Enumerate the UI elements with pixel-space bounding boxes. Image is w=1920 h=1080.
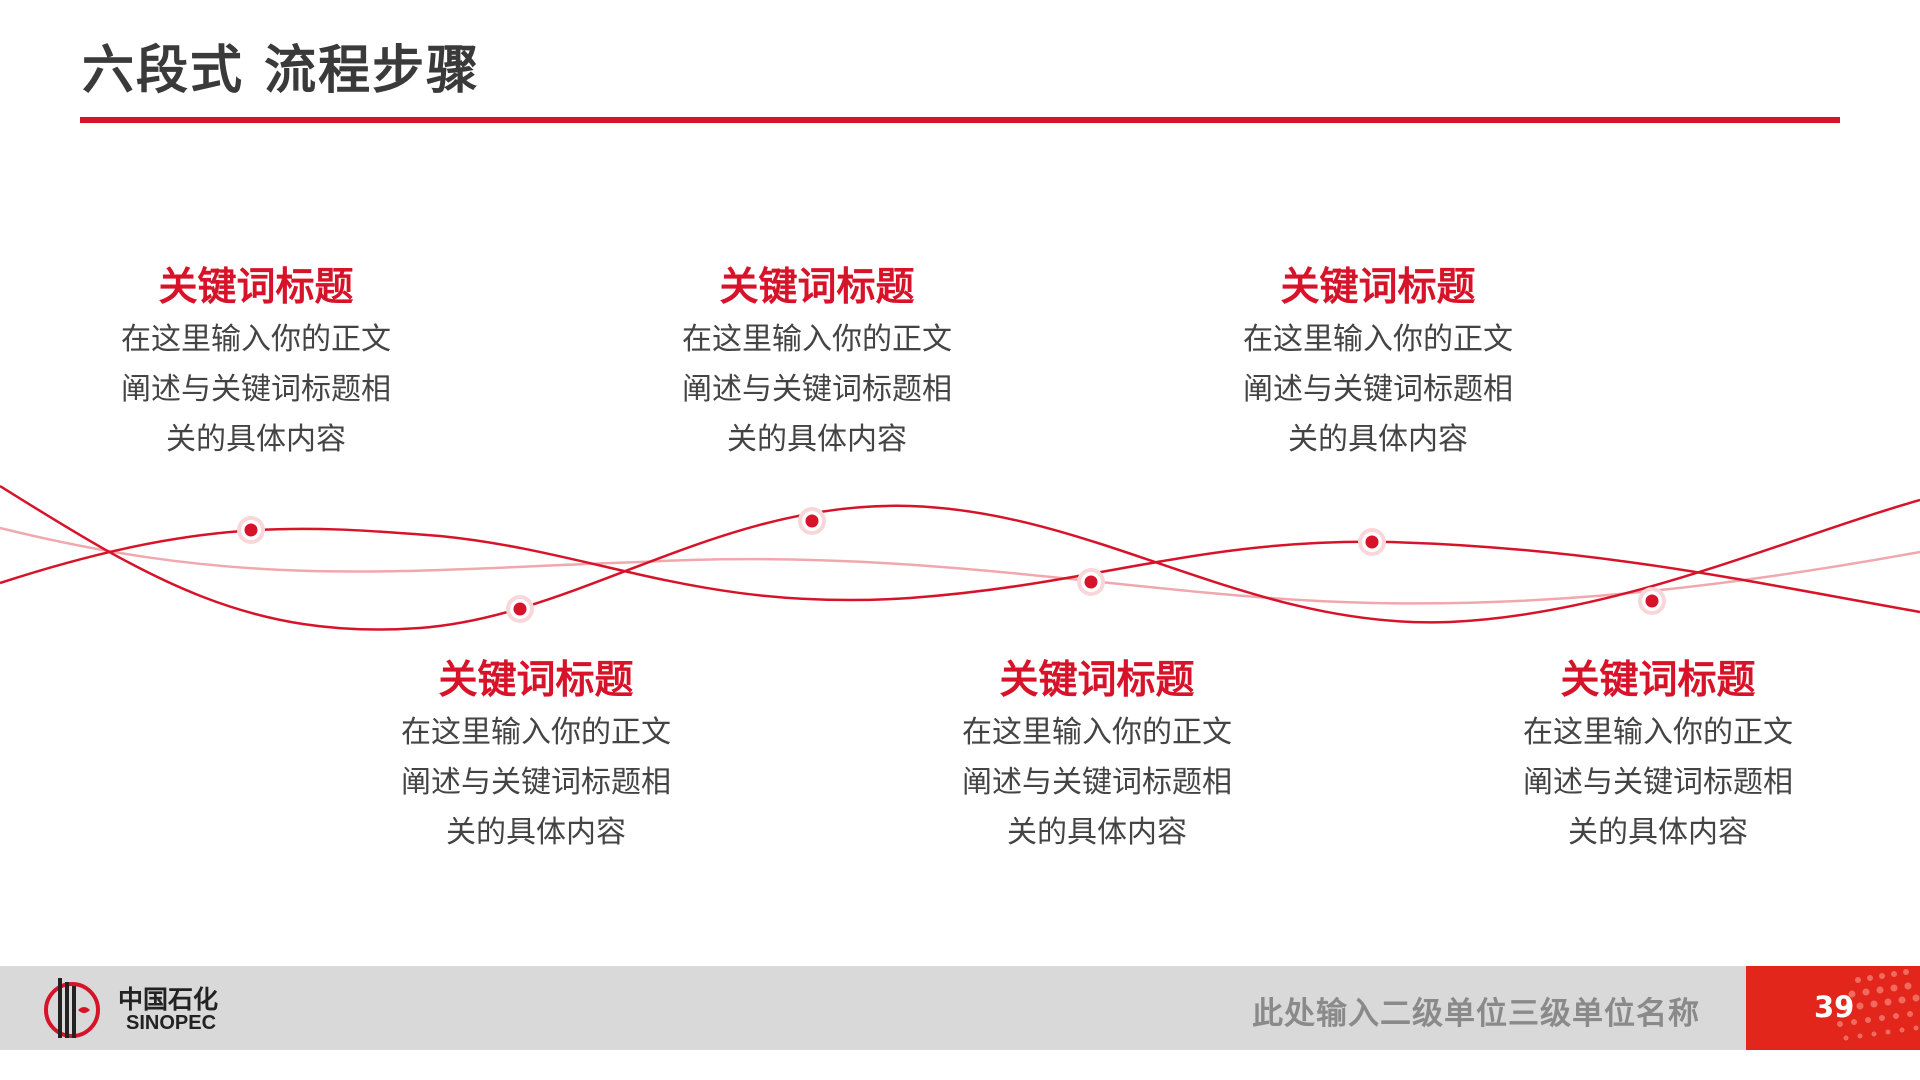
- step-keyword: 关键词标题: [1560, 658, 1756, 703]
- step-line: 在这里输入你的正文: [401, 715, 671, 750]
- step-line: 在这里输入你的正文: [1523, 715, 1793, 750]
- page-number: 39: [1814, 990, 1855, 1024]
- unit-name: 此处输入二级单位三级单位名称: [1252, 996, 1700, 1032]
- footer-bar: 此处输入二级单位三级单位名称: [0, 966, 1920, 1050]
- step-line: 在这里输入你的正文: [682, 322, 952, 357]
- step-line: 关的具体内容: [166, 422, 346, 457]
- title-divider: [80, 117, 1840, 123]
- step-line: 关的具体内容: [446, 815, 626, 850]
- step-keyword: 关键词标题: [999, 658, 1195, 703]
- step-line: 在这里输入你的正文: [962, 715, 1232, 750]
- step-line: 关的具体内容: [1288, 422, 1468, 457]
- step-2: 关键词标题 在这里输入你的正文 阐述与关键词标题相 关的具体内容: [356, 656, 716, 858]
- step-line: 阐述与关键词标题相: [1243, 372, 1513, 407]
- wave-line-2: [0, 527, 1920, 614]
- step-body: 在这里输入你的正文 阐述与关键词标题相 关的具体内容: [1478, 708, 1838, 858]
- sinopec-logo: 中国石化 SINOPEC: [38, 972, 238, 1044]
- step-3: 关键词标题 在这里输入你的正文 阐述与关键词标题相 关的具体内容: [637, 263, 997, 465]
- step-keyword: 关键词标题: [719, 265, 915, 310]
- step-body: 在这里输入你的正文 阐述与关键词标题相 关的具体内容: [637, 315, 997, 465]
- step-body: 在这里输入你的正文 阐述与关键词标题相 关的具体内容: [356, 708, 716, 858]
- logo-english: SINOPEC: [126, 1012, 217, 1034]
- step-dot-1: [237, 516, 265, 544]
- step-dot-6: [1638, 587, 1666, 615]
- step-line: 关的具体内容: [727, 422, 907, 457]
- step-keyword: 关键词标题: [438, 658, 634, 703]
- step-6: 关键词标题 在这里输入你的正文 阐述与关键词标题相 关的具体内容: [1478, 656, 1838, 858]
- step-line: 阐述与关键词标题相: [401, 765, 671, 800]
- wave-line-1: [0, 484, 1920, 631]
- page-number-box: 39: [1746, 966, 1920, 1050]
- sinopec-emblem-icon: [44, 978, 100, 1038]
- step-body: 在这里输入你的正文 阐述与关键词标题相 关的具体内容: [76, 315, 436, 465]
- step-line: 阐述与关键词标题相: [121, 372, 391, 407]
- step-line: 阐述与关键词标题相: [962, 765, 1232, 800]
- step-5: 关键词标题 在这里输入你的正文 阐述与关键词标题相 关的具体内容: [1198, 263, 1558, 465]
- dot-pattern-decoration: [1837, 969, 1920, 1041]
- step-line: 关的具体内容: [1007, 815, 1187, 850]
- step-keyword: 关键词标题: [158, 265, 354, 310]
- step-4: 关键词标题 在这里输入你的正文 阐述与关键词标题相 关的具体内容: [917, 656, 1277, 858]
- step-line: 阐述与关键词标题相: [682, 372, 952, 407]
- step-dot-4: [1077, 568, 1105, 596]
- step-keyword: 关键词标题: [1280, 265, 1476, 310]
- step-dot-3: [798, 507, 826, 535]
- step-line: 在这里输入你的正文: [121, 322, 391, 357]
- logo-chinese: 中国石化: [118, 985, 219, 1014]
- step-body: 在这里输入你的正文 阐述与关键词标题相 关的具体内容: [1198, 315, 1558, 465]
- step-dot-5: [1358, 528, 1386, 556]
- wave-line-light: [0, 526, 1920, 605]
- step-line: 关的具体内容: [1568, 815, 1748, 850]
- step-line: 阐述与关键词标题相: [1523, 765, 1793, 800]
- step-dot-2: [506, 595, 534, 623]
- step-line: 在这里输入你的正文: [1243, 322, 1513, 357]
- step-1: 关键词标题 在这里输入你的正文 阐述与关键词标题相 关的具体内容: [76, 263, 436, 465]
- step-body: 在这里输入你的正文 阐述与关键词标题相 关的具体内容: [917, 708, 1277, 858]
- slide-title: 六段式 流程步骤: [82, 41, 481, 101]
